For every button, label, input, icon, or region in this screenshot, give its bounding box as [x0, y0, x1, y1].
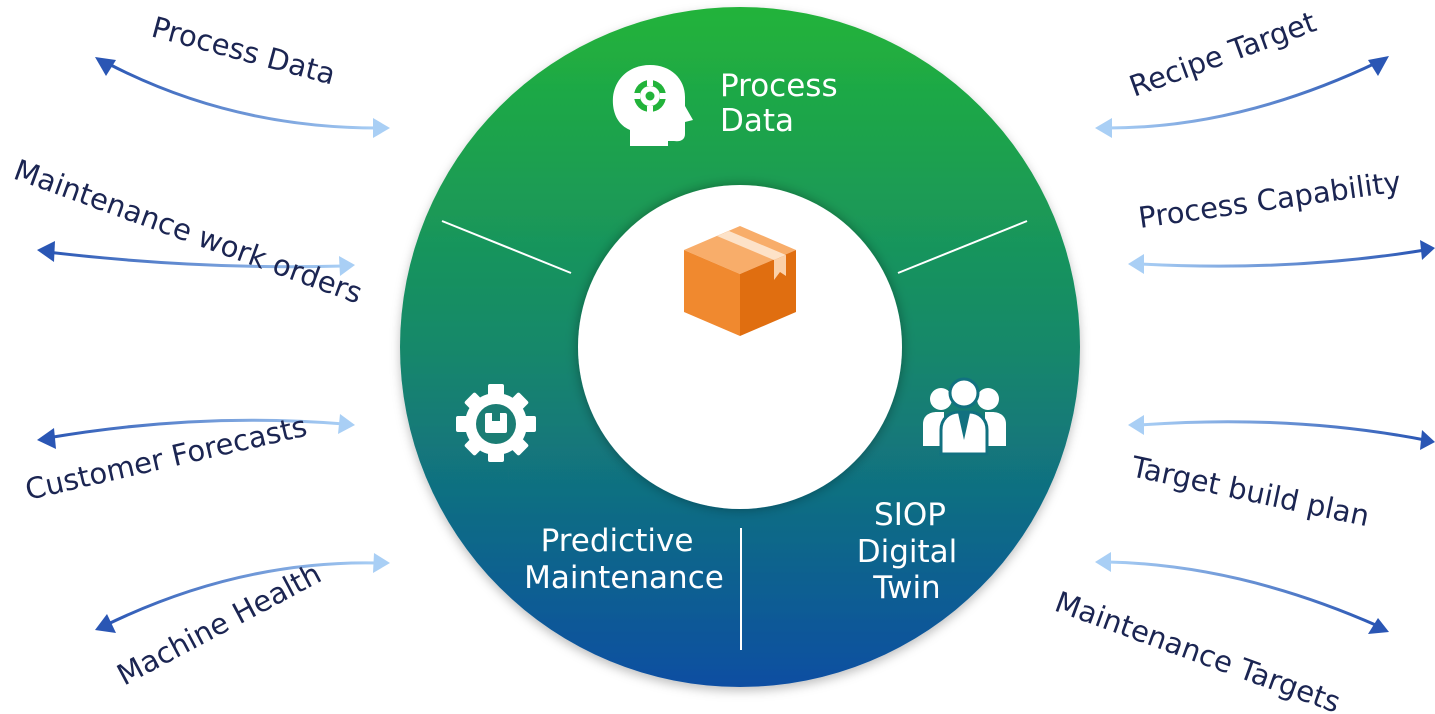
flow-arrow-right-4 — [1095, 552, 1389, 634]
segment-right-line2: Digital — [857, 534, 958, 570]
flow-arrow-right-2 — [1128, 240, 1435, 274]
flow-label-right-1: Recipe Target — [1125, 5, 1321, 104]
flow-label-left-2: Maintenance work orders — [10, 153, 367, 311]
flow-arrow-left-3 — [37, 414, 355, 449]
segment-top-line1: Process — [720, 68, 838, 104]
segment-left-line2: Maintenance — [524, 560, 724, 596]
divider-right — [897, 220, 1028, 274]
segment-right-line1: SIOP — [874, 497, 946, 533]
head-gear-icon — [612, 65, 693, 146]
flow-arrow-left-4 — [95, 553, 390, 633]
ring — [400, 7, 1080, 687]
flow-label-right-3: Target build plan — [1128, 449, 1373, 533]
flow-arrow-left-2 — [37, 241, 355, 276]
gear-box-icon — [456, 384, 536, 462]
ring-center — [578, 185, 902, 509]
divider-left — [441, 220, 572, 274]
segment-right-line3: Twin — [872, 570, 940, 606]
flow-arrow-right-3 — [1128, 415, 1435, 450]
flow-label-right-4: Maintenance Targets — [1051, 585, 1345, 714]
flow-label-right-2: Process Capability — [1136, 164, 1403, 234]
segment-left-line1: Predictive — [541, 523, 694, 559]
package-box-icon — [684, 226, 796, 336]
flow-label-left-1: Process Data — [148, 10, 339, 92]
flow-arrow-left-1 — [95, 57, 390, 138]
flow-arrow-right-1 — [1095, 56, 1389, 138]
segment-top-line2: Data — [720, 103, 794, 139]
people-group-icon — [923, 377, 1006, 456]
flow-label-left-4: Machine Health — [111, 556, 326, 692]
